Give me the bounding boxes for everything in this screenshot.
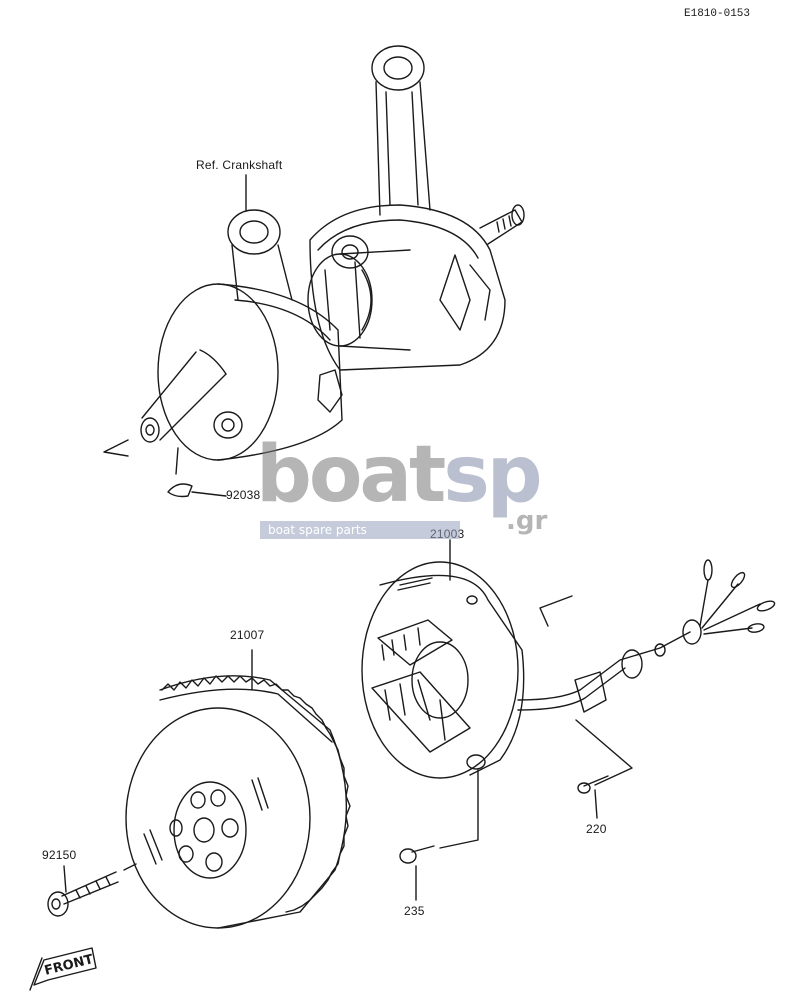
axis-marker-left — [103, 439, 129, 457]
crankshaft-drawing — [103, 45, 525, 461]
stator-assembly — [361, 539, 573, 779]
watermark-tld: .gr — [506, 506, 548, 536]
front-arrow-marker — [29, 947, 97, 991]
connecting-rod-left — [227, 209, 293, 301]
part-number-screw-220: 220 — [586, 822, 607, 836]
crank-web-right — [309, 204, 506, 371]
screw-235 — [399, 769, 479, 901]
screw-220 — [575, 719, 633, 819]
crank-shaft-left — [140, 349, 227, 443]
watermark-brand-a: boat — [256, 430, 446, 520]
crank-stub-right — [479, 204, 525, 245]
crank-web-left — [157, 283, 343, 461]
watermark-tagline: boat spare parts — [260, 521, 460, 539]
watermark-logo: boatsp — [256, 436, 543, 514]
connecting-rod-right — [371, 45, 431, 216]
part-number-flywheel: 21007 — [230, 628, 265, 642]
part-number-key: 92038 — [226, 488, 261, 502]
woodruff-key — [167, 447, 227, 498]
crank-pin — [307, 249, 411, 351]
flywheel — [125, 649, 351, 929]
watermark-brand-b: sp — [443, 430, 542, 520]
wiring-harness — [517, 559, 776, 713]
part-number-bolt: 92150 — [42, 848, 77, 862]
part-number-screw-235: 235 — [404, 904, 425, 918]
bolt-92150 — [47, 863, 137, 917]
diagram-code: E1810-0153 — [684, 8, 751, 20]
ref-crankshaft-label: Ref. Crankshaft — [196, 158, 283, 172]
